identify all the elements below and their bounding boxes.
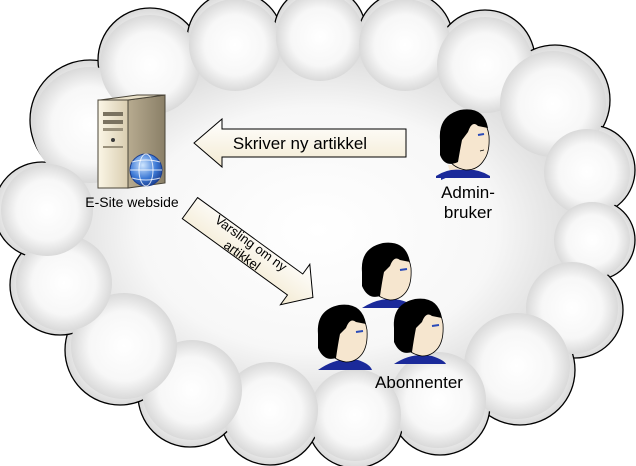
person-group-icon [317,242,446,370]
globe-icon [129,153,163,187]
server-with-globe-icon [97,94,166,189]
write-article-label: Skriver ny artikkel [233,134,367,153]
left-arrow [193,117,407,169]
subscribers-label: Abonnenter [375,373,463,392]
subscriber-person-icon [393,298,446,364]
subscriber-person-icon [317,304,372,370]
server-label: E-Site webside [85,194,179,210]
admin-label-line2: bruker [444,203,493,222]
down-right-arrow [181,196,314,306]
person-icon [436,109,490,180]
admin-label-line1: Admin- [441,183,495,202]
